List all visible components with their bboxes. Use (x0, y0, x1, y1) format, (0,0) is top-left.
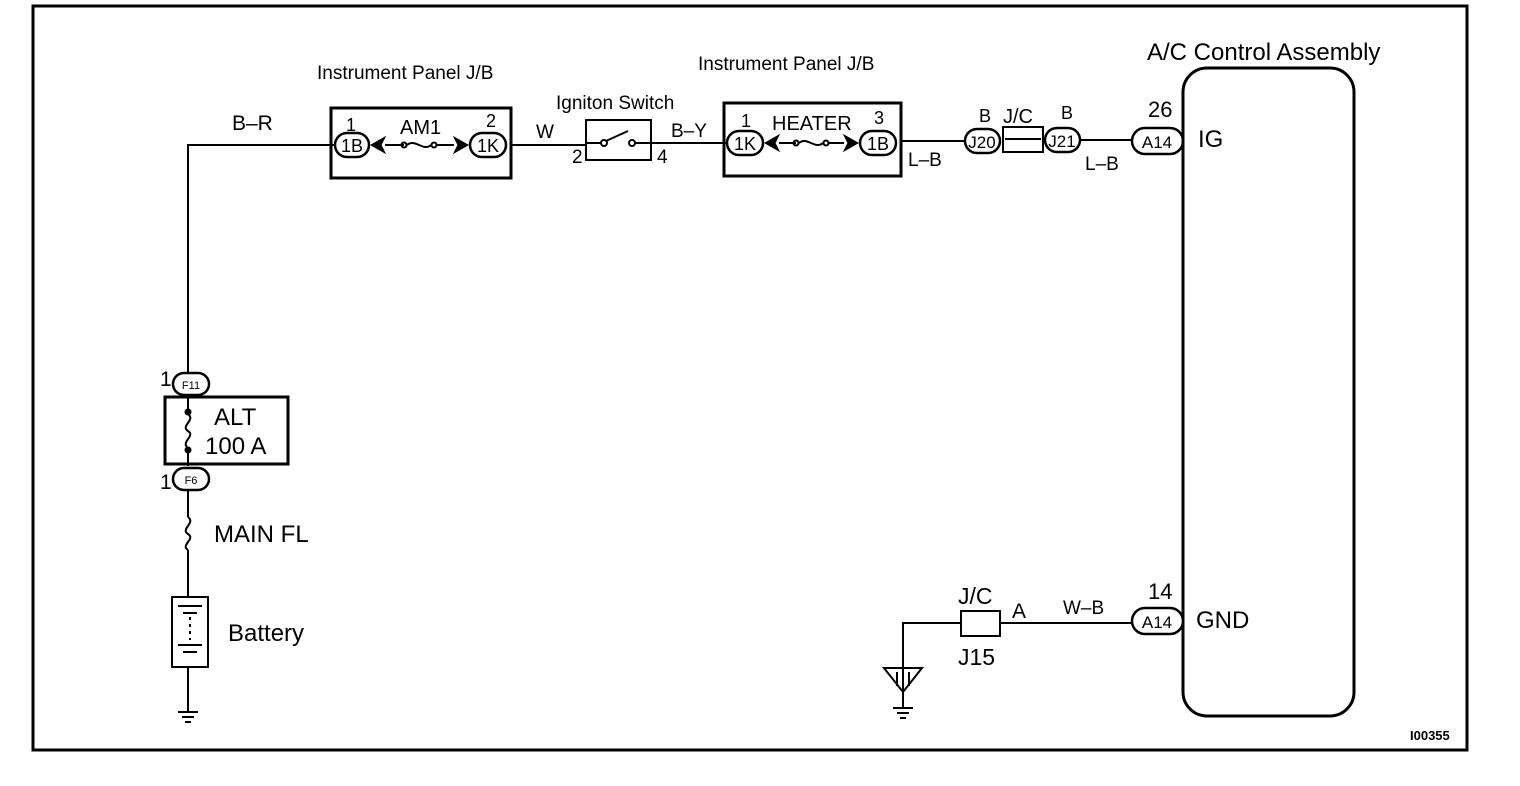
battery-box (171, 596, 209, 668)
pin-ign-in: 2 (572, 147, 583, 168)
ignition-switch-label: Igniton Switch (556, 93, 674, 114)
connector-1b-right-label: 1B (867, 134, 889, 154)
alt-label: ALT (214, 404, 257, 431)
wire-label-a: A (1012, 600, 1026, 623)
ignition-switch-contact-icon (605, 130, 629, 142)
am1-fuse-icon (406, 142, 432, 148)
battery-label: Battery (228, 620, 304, 647)
wire-label-l-b-1: L–B (908, 150, 942, 171)
wire-label-w: W (536, 122, 554, 143)
pin-f11: 1 (160, 368, 172, 391)
panel-jb-left-box (329, 106, 513, 180)
connector-1b-left (333, 131, 371, 159)
am1-label: AM1 (400, 117, 441, 139)
pin-ign-out: 4 (657, 147, 668, 168)
connector-1b-right (858, 129, 898, 157)
connector-j20-label: J20 (968, 133, 995, 152)
j15-label: J15 (958, 644, 995, 670)
connector-a14-gnd (1130, 606, 1185, 636)
connector-f6 (171, 466, 211, 492)
jc-top-label: J/C (1003, 106, 1033, 128)
heater-label: HEATER (772, 113, 852, 135)
panel-jb-left-label: Instrument Panel J/B (317, 63, 493, 84)
heater-fuse-icon (798, 140, 824, 146)
connector-1b-left-label: 1B (341, 136, 363, 156)
pin-am1-in: 1 (346, 115, 356, 135)
pin-ig: 26 (1148, 97, 1172, 122)
ac-assembly-box (1181, 66, 1356, 718)
alt-rating: 100 A (205, 433, 266, 460)
wire-label-l-b-2: L–B (1085, 154, 1119, 175)
alt-fuse-box (163, 395, 290, 466)
pin-gnd: 14 (1148, 579, 1172, 604)
wire-label-b-left: B (979, 106, 991, 126)
wire-b-r (187, 144, 335, 372)
connector-a14-ig-label: A14 (1142, 133, 1172, 152)
ac-assembly-label: A/C Control Assembly (1147, 39, 1380, 66)
connector-f11 (171, 371, 211, 397)
main-fl-fuse-icon (184, 516, 192, 551)
wire-label-b-r: B–R (232, 112, 273, 135)
pin-heater-out: 3 (874, 108, 884, 128)
figure-id: I00355 (1410, 728, 1450, 743)
pin-am1-out: 2 (486, 111, 496, 131)
panel-jb-right-box (722, 101, 903, 178)
pin-f6: 1 (160, 471, 172, 494)
jc-bottom-label: J/C (958, 583, 993, 609)
main-fl-label: MAIN FL (214, 521, 309, 548)
connector-1k-left-label: 1K (477, 136, 499, 156)
ig-terminal-label: IG (1198, 126, 1223, 153)
connector-j21-label: J21 (1048, 132, 1075, 151)
wire-label-b-right: B (1061, 103, 1073, 123)
ground-icon-right (881, 667, 925, 719)
junction-connector-top (1002, 126, 1044, 153)
connector-1k-right-label: 1K (734, 134, 756, 154)
junction-connector-bottom (960, 610, 1001, 637)
wire-label-w-b: W–B (1063, 598, 1104, 619)
gnd-terminal-label: GND (1196, 607, 1249, 634)
connector-1k-right (725, 129, 765, 157)
alt-fuse-icon (184, 413, 192, 449)
panel-jb-right-label: Instrument Panel J/B (698, 54, 874, 75)
battery-icon (178, 605, 202, 653)
connector-f11-label: F11 (182, 380, 200, 392)
diagram-frame (31, 4, 1469, 752)
connector-f6-label: F6 (185, 475, 198, 487)
ground-icon-left (178, 711, 198, 723)
wire-label-b-y: B–Y (671, 121, 707, 142)
connector-j20 (963, 127, 1002, 155)
pin-heater-in: 1 (741, 111, 751, 131)
connector-1k-left (468, 131, 508, 159)
connector-a14-gnd-label: A14 (1142, 613, 1172, 632)
ignition-switch-box (585, 119, 652, 161)
